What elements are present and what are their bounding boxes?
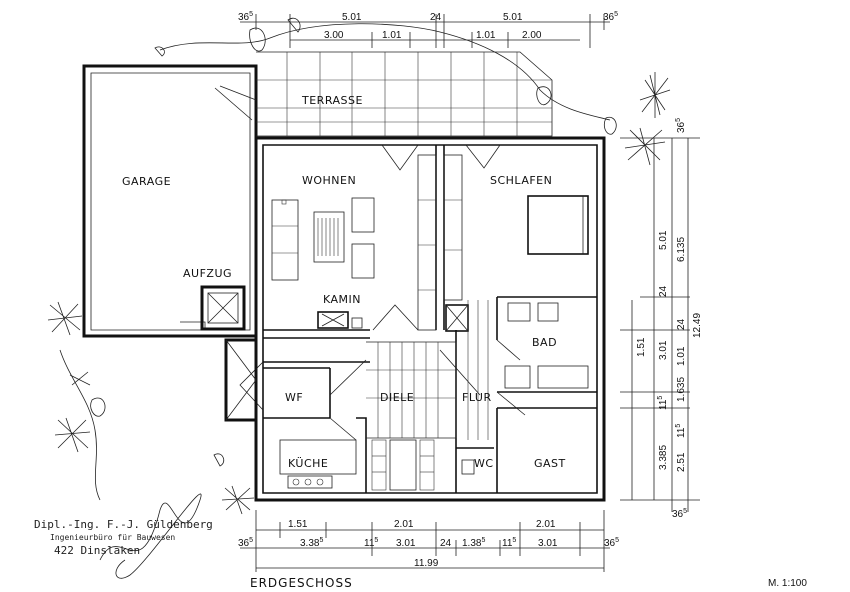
bottom-dimension-chain	[240, 510, 610, 572]
dim-bottom-1385: 1.385	[462, 537, 485, 549]
room-label-corridor: FLUR	[462, 391, 492, 404]
dim-right-115-b: 115	[675, 424, 687, 438]
tree-symbols	[47, 17, 671, 515]
dim-bottom-301-a: 3.01	[396, 538, 416, 549]
drawing-title: ERDGESCHOSS	[250, 576, 353, 590]
right-dimension-chain	[620, 137, 700, 512]
scale-label: M. 1:100	[768, 578, 807, 589]
room-label-living: WOHNEN	[302, 174, 356, 187]
dim-right-101: 1.01	[676, 346, 687, 366]
dim-right-24-b: 24	[676, 318, 687, 330]
dim-bottom-1199: 11.99	[414, 558, 439, 569]
room-label-garage: GARAGE	[122, 175, 171, 188]
dim-right-501: 5.01	[658, 230, 669, 250]
stamp-line-2: Ingenieurbüro für Bauwesen	[50, 533, 175, 542]
dim-bottom-151: 1.51	[288, 519, 308, 530]
garage-outline	[82, 64, 258, 338]
signature	[99, 493, 202, 579]
room-label-bedroom: SCHLAFEN	[490, 174, 552, 187]
top-dimension-chain	[240, 14, 610, 48]
dim-right-301: 3.01	[658, 340, 669, 360]
room-label-wf: WF	[285, 391, 303, 404]
dim-right-6135: 6.135	[676, 237, 687, 262]
dim-right-251: 2.51	[676, 452, 687, 472]
room-label-terrace: TERRASSE	[301, 94, 363, 107]
dim-right-1635: 1.635	[676, 377, 687, 402]
dim-bottom-201-b: 2.01	[536, 519, 556, 530]
dim-right-1249: 12.49	[692, 313, 703, 338]
stamp-line-3: 422 Dinslaken	[54, 544, 140, 557]
bath-fixtures	[504, 302, 589, 389]
built-in-cupboards	[417, 154, 463, 331]
dim-right-115-a: 115	[657, 396, 669, 410]
room-label-hall: DIELE	[380, 391, 414, 404]
dim-top-101-b: 1.01	[476, 30, 496, 41]
fireplace-symbol	[317, 311, 363, 329]
dim-top-200: 2.00	[522, 30, 542, 41]
dim-right-365-bottom: 365	[672, 508, 687, 520]
lift-shaft	[200, 285, 246, 331]
wc-fixture	[461, 459, 475, 475]
dim-top-365-right: 365	[603, 11, 618, 23]
staircase	[329, 341, 481, 491]
architect-stamp: Dipl.-Ing. F.-J. Güldenberg Ingenieurbür…	[34, 518, 213, 557]
dim-top-101-a: 1.01	[382, 30, 402, 41]
room-label-wc: WC	[474, 457, 494, 470]
dim-bottom-3385: 3.385	[300, 537, 323, 549]
room-label-bath: BAD	[532, 336, 557, 349]
living-furniture	[271, 197, 375, 281]
corridor-steps	[467, 300, 489, 440]
room-label-kitchen: KÜCHE	[288, 457, 328, 470]
dim-top-501-right: 5.01	[503, 12, 523, 23]
room-label-guest: GAST	[534, 457, 566, 470]
house-walls	[254, 136, 606, 502]
dim-right-151: 1.51	[636, 337, 647, 357]
dim-bottom-301-b: 3.01	[538, 538, 558, 549]
service-shaft	[445, 304, 469, 332]
dim-right-24-a: 24	[658, 285, 669, 297]
terrace-paving	[256, 51, 553, 137]
dim-bottom-115-b: 115	[502, 537, 516, 549]
stamp-line-1: Dipl.-Ing. F.-J. Güldenberg	[34, 518, 213, 531]
dim-right-365-top: 365	[675, 118, 687, 133]
dim-top-300: 3.00	[324, 30, 344, 41]
dim-top-365-left: 365	[238, 11, 253, 23]
dim-bottom-201-a: 2.01	[394, 519, 414, 530]
wf-box	[224, 338, 258, 422]
dim-bottom-365-right: 365	[604, 537, 619, 549]
bed	[527, 195, 589, 255]
dim-top-24: 24	[430, 12, 442, 23]
room-label-fireplace: KAMIN	[323, 293, 361, 306]
dim-top-501-left: 5.01	[342, 12, 362, 23]
dim-bottom-24: 24	[440, 538, 452, 549]
dim-bottom-365-left: 365	[238, 537, 253, 549]
dim-right-3385: 3.385	[658, 445, 669, 470]
dim-bottom-115-a: 115	[364, 537, 378, 549]
kitchen-counter	[279, 439, 357, 489]
room-label-lift: AUFZUG	[183, 267, 232, 280]
